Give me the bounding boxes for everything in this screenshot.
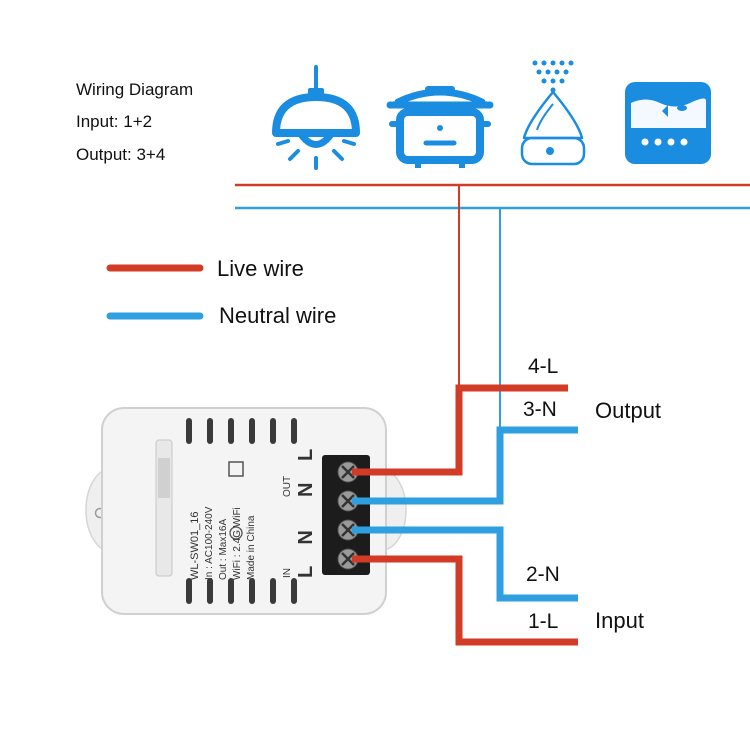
device-made-in: Made in China (246, 515, 257, 580)
diagram-title: Wiring Diagram (76, 80, 194, 99)
smart-switch-device: WL-SW01_16 In : AC100-240V Out : Max16A … (85, 407, 407, 615)
device-out-side-label: OUT (282, 476, 293, 497)
rice-cooker-icon (386, 86, 494, 168)
terminal-4-label: 4-L (528, 355, 559, 378)
wire-1-live-input (352, 555, 578, 646)
terminal-2-label: 2-N (526, 563, 560, 586)
device-output-rating: Out : Max16A (218, 519, 229, 580)
legend-neutral-label: Neutral wire (219, 303, 337, 328)
humidifier-icon (520, 60, 586, 166)
terminal-1-label: 1-L (528, 610, 559, 633)
wire-2-neutral-input (352, 526, 578, 602)
device-in-terminals: L N (295, 522, 317, 578)
output-label: Output (595, 398, 662, 423)
wire-3-neutral-output (352, 426, 578, 505)
device-out-terminals: N L (295, 441, 317, 497)
pendant-lamp-icon (272, 65, 360, 170)
device-input-rating: In : AC100-240V (204, 506, 215, 580)
output-note: Output: 3+4 (76, 145, 166, 164)
input-label: Input (595, 608, 644, 633)
terminal-3-label: 3-N (523, 398, 557, 421)
device-wifi-spec: WiFi : 2.4G WiFi (232, 507, 243, 580)
wire-4-live-output (352, 384, 568, 476)
input-note: Input: 1+2 (76, 112, 153, 131)
device-in-side-label: IN (282, 568, 293, 578)
aquarium-icon (625, 82, 711, 164)
device-model: WL-SW01_16 (189, 512, 201, 580)
legend-live-label: Live wire (217, 256, 304, 281)
